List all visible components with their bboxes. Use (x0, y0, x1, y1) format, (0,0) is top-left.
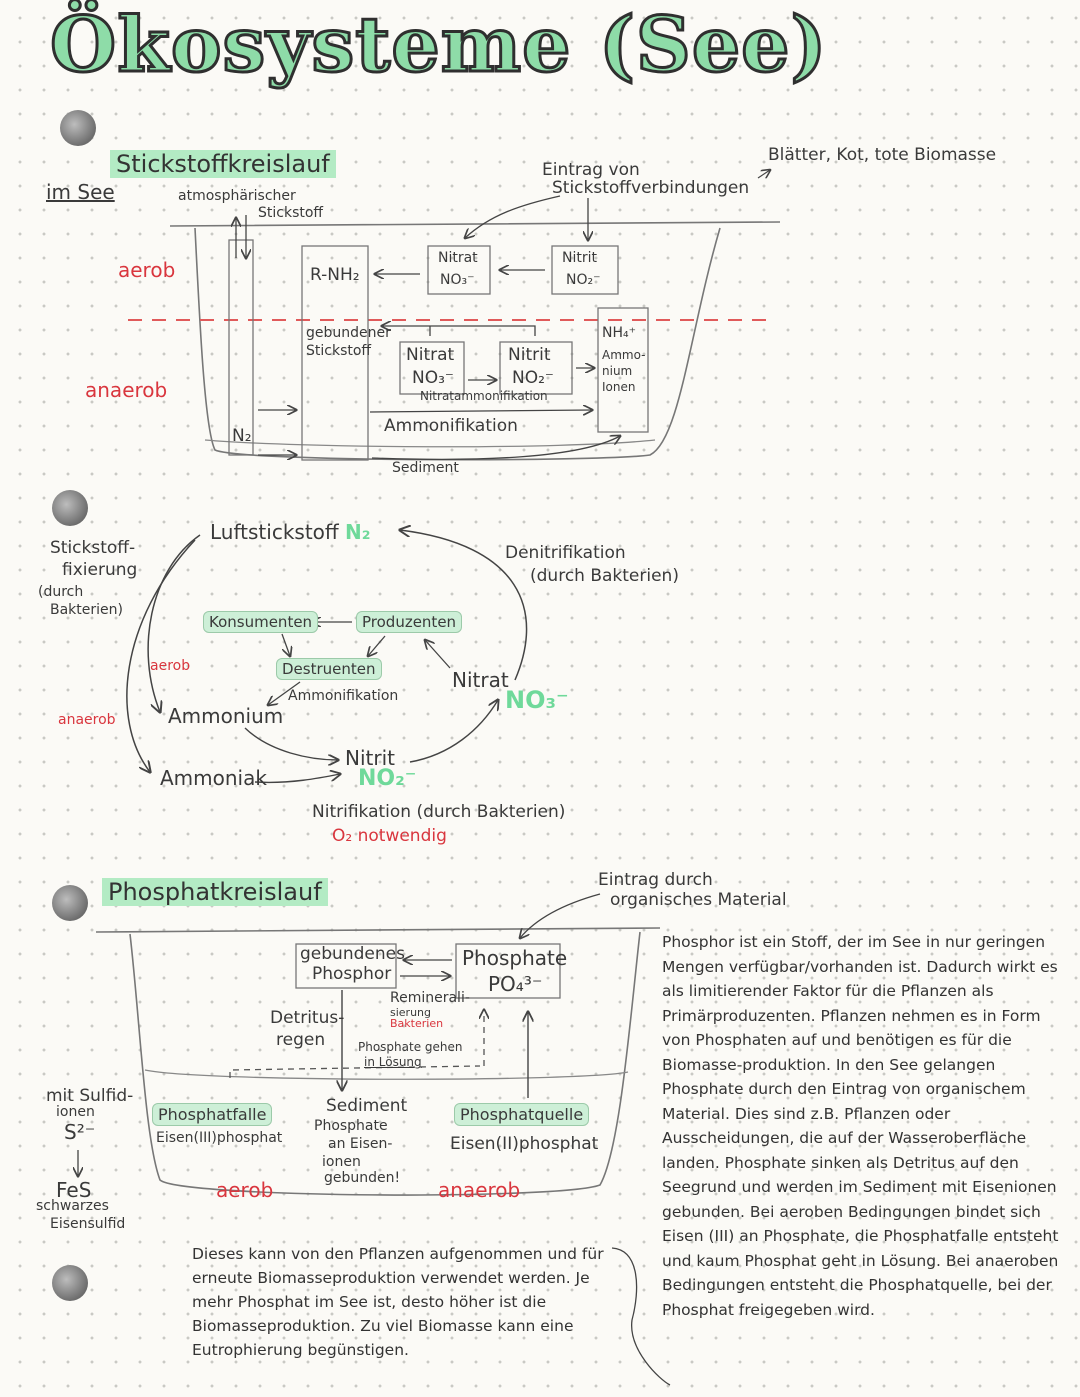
aerob-cycle-label: aerob (150, 658, 191, 674)
punch-hole-3 (52, 885, 88, 921)
phosphor-paragraph: Phosphor ist ein Stoff, der im See in nu… (662, 933, 1059, 1319)
fixierung-label-4: Bakterien) (50, 602, 123, 618)
detritus-label-2: regen (276, 1030, 326, 1050)
fes-label: FeS (56, 1178, 92, 1202)
fes-label-2: schwarzes (36, 1198, 109, 1214)
atm-label: atmosphärischer (178, 188, 296, 204)
eintrag-label-2: Stickstoffverbindungen (552, 178, 750, 198)
anaerob-phosphat-label: anaerob (438, 1178, 521, 1202)
nitrat-top-label: Nitrat (438, 250, 478, 266)
ammoniak-label: Ammoniak (160, 766, 267, 790)
blaetter-label: Blätter, Kot, tote Biomasse (768, 145, 997, 165)
produzenten-chip: Produzenten (356, 611, 463, 633)
ammonifikation-cycle-label: Ammonifikation (288, 688, 399, 704)
remin-label-1: Reminerali- (390, 990, 470, 1006)
fixierung-label-3: (durch (38, 584, 84, 600)
anaerob-cycle-label: anaerob (58, 712, 116, 728)
remin-label-2: sierung (390, 1006, 432, 1019)
fixierung-label-1: Stickstoff- (50, 538, 136, 558)
no3-cycle-label: NO₃⁻ (505, 686, 569, 714)
phosphate-box-label: Phosphate (462, 946, 568, 970)
fixierung-label-2: fixierung (62, 560, 138, 580)
denitrifikation-label-2: (durch Bakterien) (530, 566, 679, 586)
rnh2-label: R-NH₂ (310, 265, 360, 285)
no3-top-label: NO₃⁻ (440, 272, 475, 288)
gebunden-label-2: Stickstoff (306, 343, 372, 359)
n2-label: N₂ (232, 426, 252, 446)
sulfid-label-2: ionen (56, 1104, 95, 1120)
eintrag-phosphat-label: Eintrag durch (598, 870, 713, 890)
nitrat-bottom-label: Nitrat (406, 345, 455, 365)
eintrag-label: Eintrag von (542, 160, 640, 180)
nitratammon-label: Nitratammonifikation (420, 389, 548, 403)
sediment-label: Sediment (392, 460, 459, 476)
gebunden-label: gebundener (306, 325, 391, 341)
luftstickstoff-label: Luftstickstoff N₂ (210, 520, 371, 544)
aerob-phosphat-label: aerob (216, 1178, 274, 1202)
fes-label-3: Eisensulfid (50, 1216, 126, 1232)
ammonium-label: Ammonium (168, 704, 284, 728)
punch-hole-1 (60, 110, 96, 146)
im-see-label: im See (46, 180, 115, 204)
phosphatquelle-chip: Phosphatquelle (454, 1103, 590, 1126)
punch-hole-4 (52, 1265, 88, 1301)
stickstoff-label: Stickstoff (258, 205, 324, 221)
sediment-phosphat-label-2: Phosphate (314, 1118, 388, 1134)
eisen2-label: Eisen(II)phosphat (450, 1134, 599, 1154)
o2-label: O₂ notwendig (332, 826, 447, 846)
no2-bottom-label: NO₂⁻ (512, 368, 554, 388)
destruenten-chip: Destruenten (276, 658, 382, 680)
sediment-phosphat-label-3: an Eisen- (328, 1136, 393, 1152)
phosphate-heading: Phosphatkreislauf (102, 878, 328, 906)
phosphatfalle-chip: Phosphatfalle (152, 1103, 273, 1126)
no3-bottom-label: NO₃⁻ (412, 368, 454, 388)
page-title: Ökosysteme (See) (48, 0, 828, 91)
remin-label-3: Bakterien (390, 1017, 444, 1030)
ammonifikation-label: Ammonifikation (384, 416, 518, 436)
no2-top-label: NO₂⁻ (566, 272, 601, 288)
nitrit-cycle-label: Nitrit (345, 746, 395, 770)
ammo-label-1: Ammo- (602, 348, 646, 362)
ammo-label-3: Ionen (602, 380, 636, 394)
phosphor-label: Phosphor (312, 964, 392, 984)
eintrag-phosphat-label-2: organisches Material (610, 890, 787, 910)
aerob-label: aerob (118, 258, 176, 282)
ammo-label-2: nium (602, 364, 633, 378)
biomasse-paragraph: Dieses kann von den Pflanzen aufgenommen… (192, 1245, 604, 1359)
sediment-phosphat-label-5: gebunden! (324, 1170, 401, 1186)
nh4-label: NH₄⁺ (602, 325, 637, 341)
konsumenten-chip: Konsumenten (203, 611, 319, 633)
nitrogen-heading: Stickstoffkreislauf (110, 150, 336, 178)
gebundenes-label: gebundenes (300, 944, 405, 964)
detritus-label-1: Detritus- (270, 1008, 345, 1028)
eisen3-label: Eisen(III)phosphat (156, 1130, 283, 1146)
sediment-phosphat-label-1: Sediment (326, 1096, 408, 1116)
nitrifikation-label: Nitrifikation (durch Bakterien) (312, 802, 566, 822)
nitrat-cycle-label: Nitrat (452, 668, 509, 692)
sediment-phosphat-label-4: ionen (322, 1154, 361, 1170)
sulfid-label-1: mit Sulfid- (46, 1086, 134, 1106)
nitrit-bottom-label: Nitrit (508, 345, 551, 365)
loesung-label-2: in Lösung (364, 1055, 422, 1069)
denitrifikation-label: Denitrifikation (505, 543, 626, 563)
s2-label: S²⁻ (64, 1120, 96, 1144)
anaerob-label: anaerob (85, 378, 168, 402)
no2-cycle-label: NO₂⁻ (358, 766, 417, 791)
loesung-label-1: Phosphate gehen (358, 1040, 463, 1054)
po4-label: PO₄³⁻ (488, 972, 543, 996)
nitrit-top-label: Nitrit (562, 250, 597, 266)
punch-hole-2 (52, 490, 88, 526)
